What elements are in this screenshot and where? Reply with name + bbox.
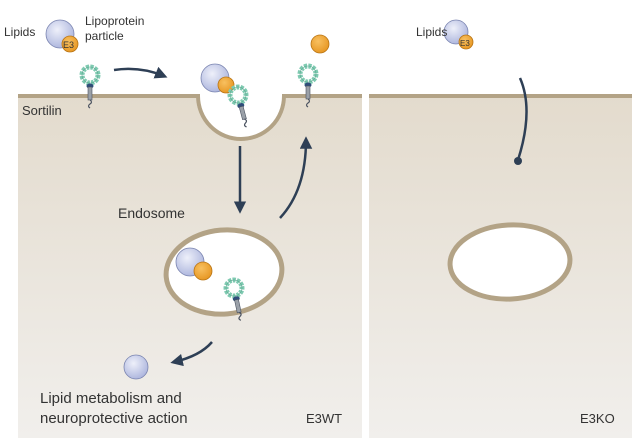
sortilin-in-pit-icon [228, 85, 254, 129]
lipoprotein-particle-icon [45, 19, 79, 53]
endosome-complex-icon [175, 247, 213, 281]
recycling-arrow [279, 136, 313, 219]
panel-e3wt: Lipids E3 Lipoprotein particle Sortilin … [4, 14, 362, 438]
lipids-label: Lipids [4, 25, 35, 39]
outcome-label-line1: Lipid metabolism and [40, 390, 182, 407]
e3-ko-label: E3 [460, 39, 470, 48]
released-apoe-icon [310, 34, 330, 54]
endosome-label: Endosome [118, 205, 185, 221]
panel-tag-e3ko: E3KO [580, 411, 615, 426]
binding-arrow [113, 66, 168, 79]
sortilin-label: Sortilin [22, 103, 62, 118]
lipoprotein-particle-ko-icon [443, 19, 474, 50]
blocked-arrow-end-icon [514, 157, 522, 165]
lipoprotein-label-line1: Lipoprotein [85, 14, 144, 28]
endosome-right [447, 222, 573, 302]
bound-complex-icon [200, 63, 235, 94]
released-lipid-icon [123, 354, 149, 380]
lipoprotein-label-line2: particle [85, 29, 124, 43]
plasma-membrane-left [18, 94, 362, 141]
e3-label: E3 [63, 40, 74, 50]
blocked-uptake-arrow [516, 77, 528, 161]
outcome-label-line2: neuroprotective action [40, 410, 188, 427]
lipid-release-arrow [170, 341, 213, 367]
panel-e3ko: Lipids E3 E3KO [369, 19, 632, 438]
panel-tag-e3wt: E3WT [306, 411, 342, 426]
lipids-ko-label: Lipids [416, 25, 447, 39]
